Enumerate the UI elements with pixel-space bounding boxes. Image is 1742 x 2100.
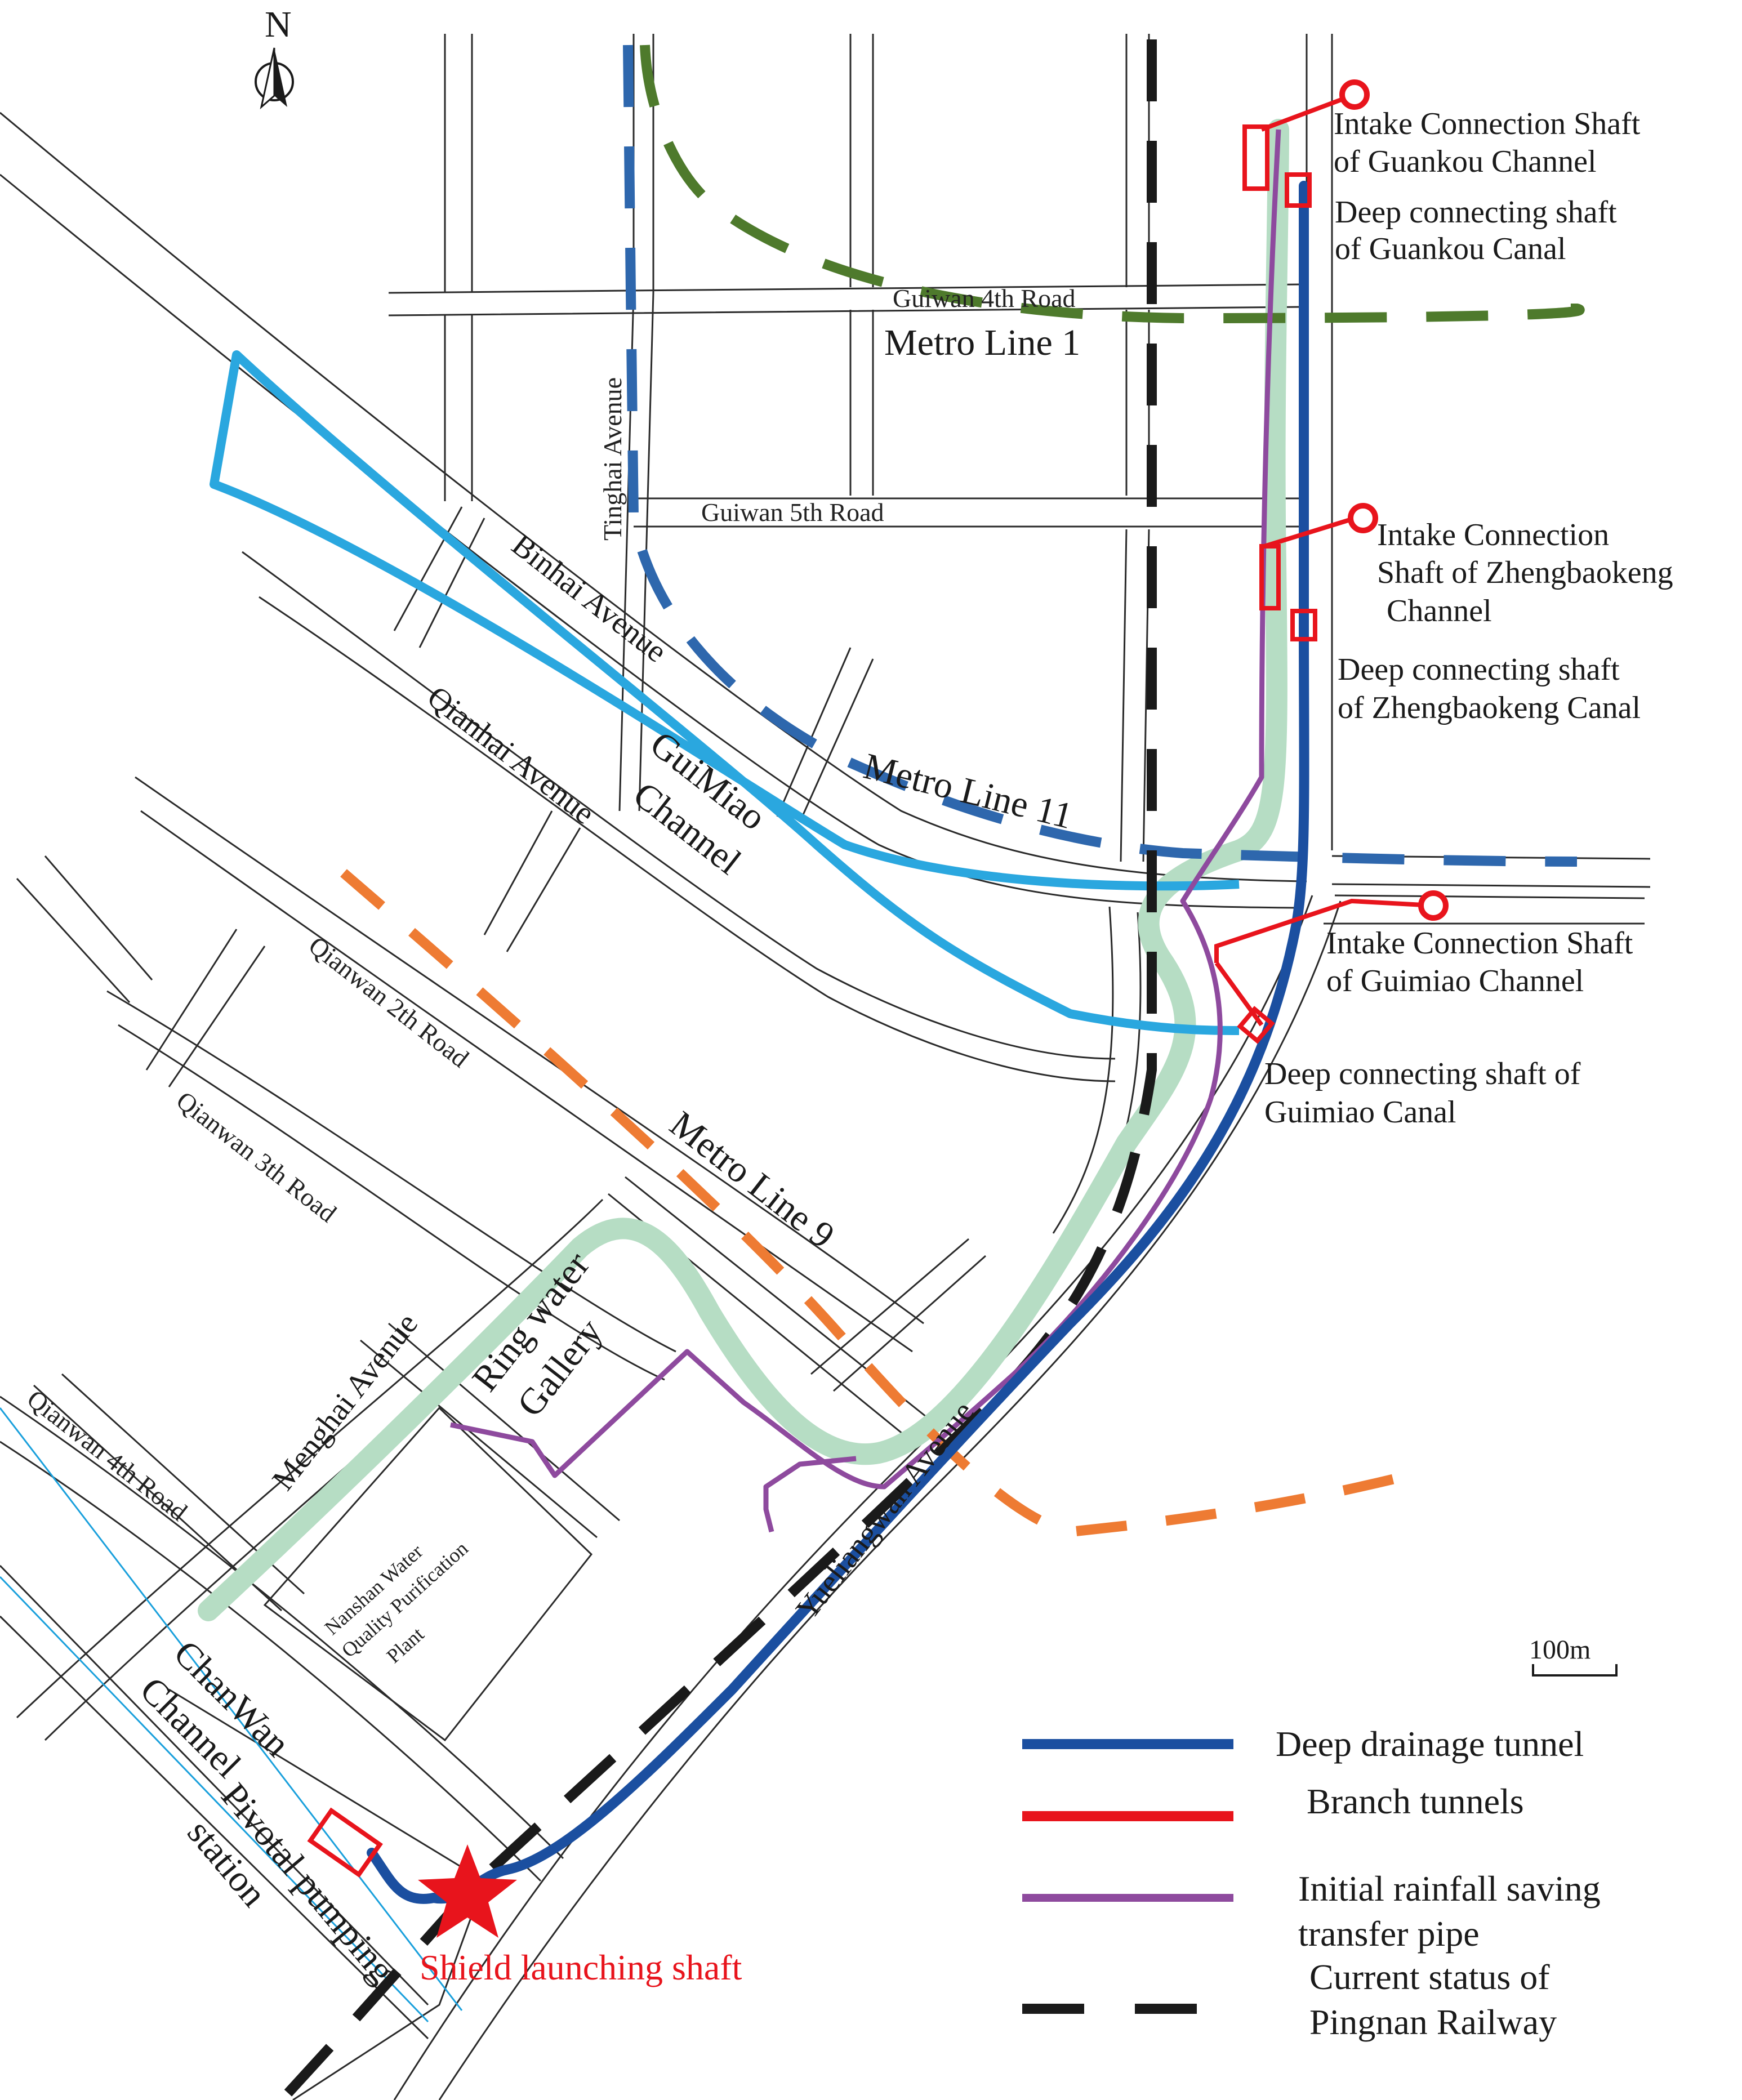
label-guankou-deep-line2: of Guankou Canal	[1335, 231, 1566, 266]
legend-label-transfer-pipe-line1: Initial rainfall saving	[1298, 1869, 1601, 1909]
label-zhengbaokeng-intake-line3: Channel	[1387, 594, 1492, 628]
metro-line-9-route	[340, 869, 1410, 1537]
shield-launching-star-icon	[418, 1844, 517, 1938]
transfer-pipe-branch	[763, 1456, 857, 1533]
label-guiwan-5th-road: Guiwan 5th Road	[701, 498, 884, 527]
label-guankou-intake-line1: Intake Connection Shaft	[1334, 106, 1641, 141]
legend: Deep drainage tunnel Branch tunnels Init…	[1022, 1724, 1601, 2042]
label-zhengbaokeng-intake-line1: Intake Connection	[1377, 518, 1609, 552]
label-nanshan-plant-line3: Plant	[382, 1623, 429, 1667]
label-zhengbaokeng-deep-line1: Deep connecting shaft	[1338, 652, 1620, 687]
label-guiwan-4th-road: Guiwan 4th Road	[893, 284, 1076, 313]
label-zhengbaokeng-intake-line2: Shaft of Zhengbaokeng	[1377, 555, 1673, 590]
legend-label-pingnan-railway-line2: Pingnan Railway	[1309, 2002, 1557, 2042]
label-guimiao-intake-line1: Intake Connection Shaft	[1326, 926, 1633, 961]
label-metro-line-11: Metro Line 11	[859, 746, 1076, 837]
label-guankou-intake-line2: of Guankou Channel	[1334, 144, 1597, 179]
pingnan-railway-route	[278, 39, 1157, 2100]
legend-label-transfer-pipe-line2: transfer pipe	[1298, 1914, 1480, 1954]
label-guankou-deep-line1: Deep connecting shaft	[1335, 195, 1617, 230]
deep-drainage-tunnel-route	[367, 181, 1309, 1904]
scale-bar: 100m	[1529, 1635, 1618, 1677]
north-arrow-icon	[255, 47, 294, 110]
label-tinghai-avenue: Tinghai Avenue	[598, 377, 627, 541]
metro-line-11-route	[623, 44, 1578, 867]
label-shield-launching-shaft: Shield launching shaft	[420, 1947, 742, 1987]
chanwan-channel-lines	[0, 1407, 463, 2023]
guimiao-channel-route	[210, 350, 1240, 1035]
legend-label-pingnan-railway-line1: Current status of	[1309, 1957, 1550, 1997]
scale-label: 100m	[1529, 1635, 1590, 1665]
label-metro-line-1: Metro Line 1	[884, 322, 1080, 363]
north-letter: N	[265, 4, 292, 45]
label-qianwan-4th-road: Qianwan 4th Road	[22, 1384, 193, 1527]
label-zhengbaokeng-deep-line2: of Zhengbaokeng Canal	[1338, 690, 1641, 725]
legend-label-branch-tunnels: Branch tunnels	[1307, 1781, 1524, 1821]
label-guimiao-deep-line2: Guimiao Canal	[1264, 1095, 1456, 1130]
metro-line-1-route	[640, 44, 1585, 324]
label-qianhai-avenue: Qianhai Avenue	[421, 679, 601, 831]
label-guimiao-deep-line1: Deep connecting shaft of	[1264, 1056, 1581, 1091]
label-qianwan-3th-road: Qianwan 3th Road	[171, 1086, 342, 1228]
branch-tunnels	[307, 79, 1449, 1878]
label-guimiao-intake-line2: of Guimiao Channel	[1326, 964, 1584, 998]
ring-water-gallery-band	[198, 119, 1289, 1621]
legend-label-deep-drainage-tunnel: Deep drainage tunnel	[1276, 1724, 1584, 1764]
